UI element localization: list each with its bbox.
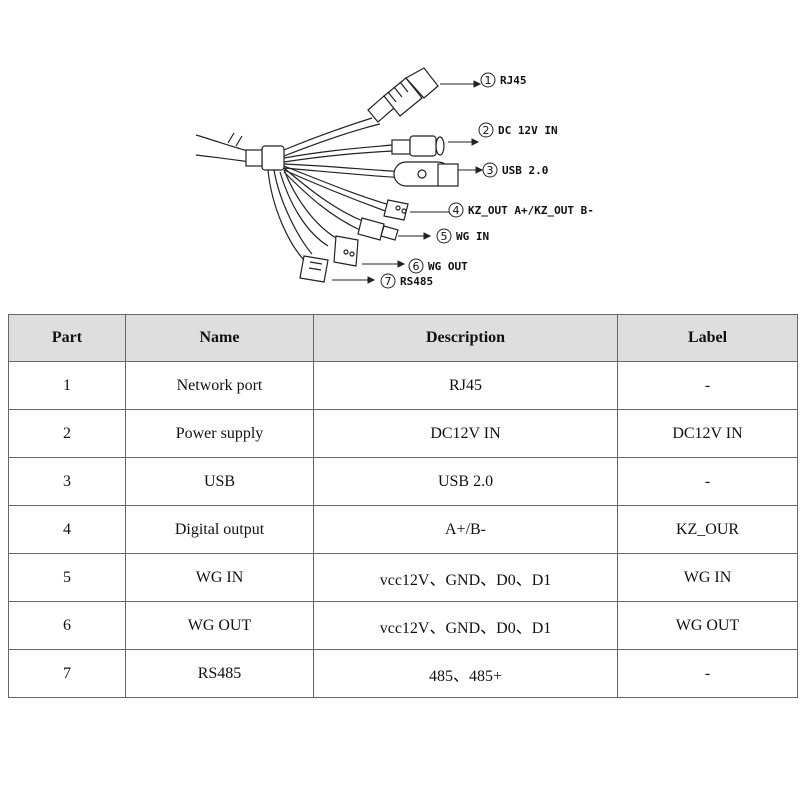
cell-name: Network port [125,361,314,410]
cell-description: A+/B- [313,505,618,554]
cell-name: WG OUT [125,601,314,650]
cell-part: 4 [8,505,126,554]
callout-circle [380,273,396,289]
callout-5: 5 WG IN [436,228,489,244]
cell-label: DC12V IN [617,409,798,458]
cell-name: WG IN [125,553,314,602]
callout-number: 5 [441,230,448,243]
callout-circle [436,228,452,244]
cable-junction [261,145,285,171]
cell-part: 2 [8,409,126,458]
cell-name: USB [125,457,314,506]
cell-description: vcc12V、GND、D0、D1 [313,601,618,650]
kz-out-connector [383,199,409,221]
callout-number: 3 [487,164,494,177]
callout-label: WG OUT [428,260,468,273]
callout-number: 1 [485,74,492,87]
cell-description: 485、485+ [313,649,618,698]
callout-circle [408,258,424,274]
callout-1: 1 RJ45 [480,72,527,88]
callout-circle [478,122,494,138]
cell-label: - [617,361,798,410]
table-row: 5 WG IN vcc12V、GND、D0、D1 WG IN [8,553,798,602]
wg-out-connector [333,235,359,267]
cell-name: RS485 [125,649,314,698]
cell-name: Power supply [125,409,314,458]
cell-description: RJ45 [313,361,618,410]
cell-label: KZ_OUR [617,505,798,554]
header-label: Label [617,314,798,362]
callout-number: 2 [483,124,490,137]
cell-label: - [617,457,798,506]
callout-circle [480,72,496,88]
usb-connector [393,161,459,187]
cell-part: 5 [8,553,126,602]
cell-part: 1 [8,361,126,410]
cell-name: Digital output [125,505,314,554]
header-name: Name [125,314,314,362]
table-row: 2 Power supply DC12V IN DC12V IN [8,409,798,458]
table-row: 1 Network port RJ45 - [8,361,798,410]
rj45-connector [367,67,439,123]
callout-2: 2 DC 12V IN [478,122,558,138]
cable-diagram: 1 RJ45 2 DC 12V IN 3 USB 2.0 4 KZ_OUT A+… [195,67,594,289]
callout-3: 3 USB 2.0 [482,162,548,178]
table-row: 3 USB USB 2.0 - [8,457,798,506]
callout-number: 6 [413,260,420,273]
callout-label: KZ_OUT A+/KZ_OUT B- [468,204,594,217]
cell-label: WG OUT [617,601,798,650]
cell-description: USB 2.0 [313,457,618,506]
table-row: 4 Digital output A+/B- KZ_OUR [8,505,798,554]
interface-table: Part Name Description Label 1 Network po… [8,314,798,698]
callout-number: 4 [453,204,460,217]
rs485-connector [299,255,329,283]
callout-circle [448,202,464,218]
cell-label: WG IN [617,553,798,602]
callout-label: DC 12V IN [498,124,558,137]
table-row: 7 RS485 485、485+ - [8,649,798,698]
callout-label: RS485 [400,275,433,288]
dc-connector [391,135,445,157]
callout-7: 7 RS485 [380,273,433,289]
callout-label: WG IN [456,230,489,243]
header-part: Part [8,314,126,362]
callout-circle [482,162,498,178]
cell-description: DC12V IN [313,409,618,458]
table-row: 6 WG OUT vcc12V、GND、D0、D1 WG OUT [8,601,798,650]
cell-part: 6 [8,601,126,650]
callout-6: 6 WG OUT [408,258,468,274]
cell-description: vcc12V、GND、D0、D1 [313,553,618,602]
table-header-row: Part Name Description Label [8,314,798,362]
header-description: Description [313,314,618,362]
callout-4: 4 KZ_OUT A+/KZ_OUT B- [448,202,594,218]
cell-part: 7 [8,649,126,698]
cell-part: 3 [8,457,126,506]
callout-label: USB 2.0 [502,164,548,177]
cell-label: - [617,649,798,698]
wg-in-connector [357,217,399,241]
callout-number: 7 [385,275,392,288]
callout-label: RJ45 [500,74,527,87]
